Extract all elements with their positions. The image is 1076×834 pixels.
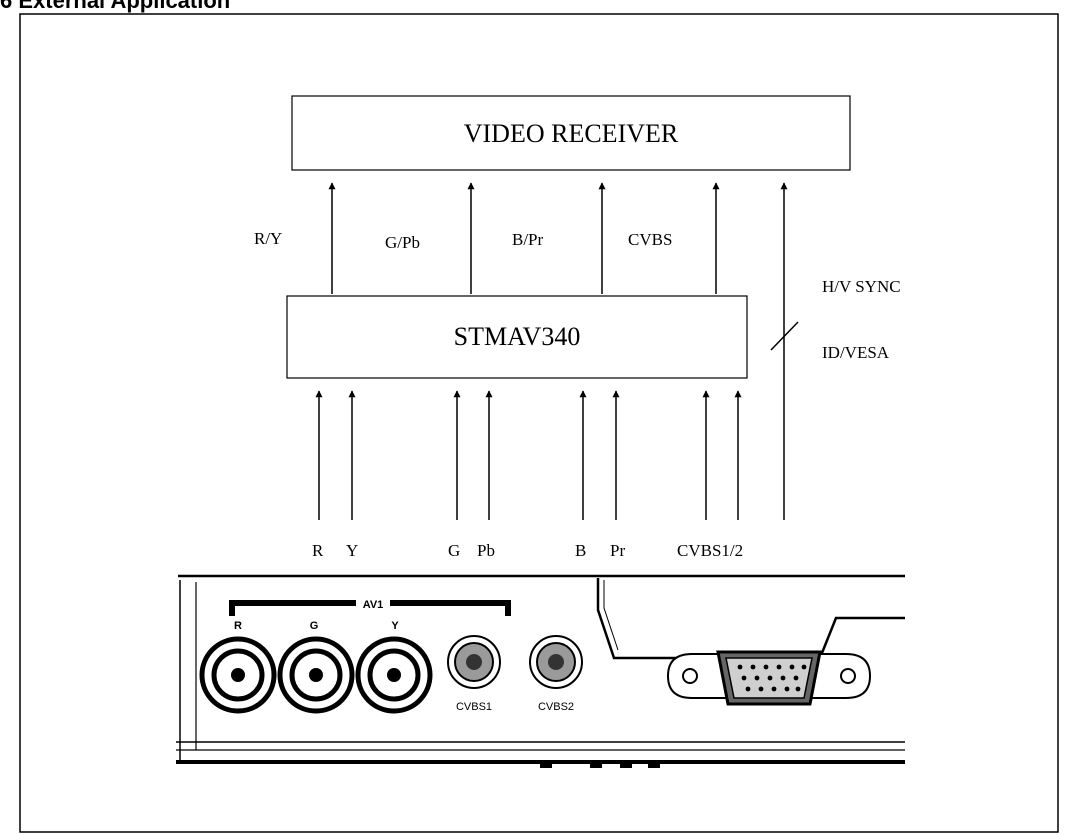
video-receiver-block: VIDEO RECEIVER [291,95,851,171]
label-hv-sync: H/V SYNC [822,277,901,296]
label-pr: Pr [610,541,625,560]
bus-slash [770,321,799,351]
vga-connector [666,650,872,706]
diagram-frame [19,13,1059,833]
label-r: R [312,541,324,560]
section-heading: 6 External Application [0,0,231,13]
input-arrows [315,390,742,520]
rca-jack-y [355,636,433,714]
label-b-pr: B/Pr [512,230,544,249]
video-receiver-label: VIDEO RECEIVER [464,119,679,148]
stmav340-block: STMAV340 [286,295,748,379]
output-arrows [328,182,799,520]
label-g-pb: G/Pb [385,233,420,252]
label-cvbs: CVBS [628,230,672,249]
rca-jack-g [277,636,355,714]
label-id-vesa: ID/VESA [822,343,890,362]
jack-letter-r: R [234,620,242,632]
stmav340-label: STMAV340 [454,322,581,351]
jack-letter-g: G [310,620,319,632]
label-g: G [448,541,460,560]
cvbs1-label: CVBS1 [456,701,492,713]
cvbs2-jack [529,635,583,689]
jack-letter-y: Y [391,620,399,632]
label-cvbs12: CVBS1/2 [677,541,743,560]
av1-label: AV1 [363,599,384,611]
connector-panel: AV1 R G Y CVBS1 [176,574,905,768]
cvbs1-jack [447,635,501,689]
label-pb: Pb [477,541,495,560]
label-r-y: R/Y [254,229,282,248]
rca-jack-r [199,636,277,714]
cvbs2-label: CVBS2 [538,701,574,713]
label-b: B [575,541,586,560]
label-y: Y [346,541,358,560]
